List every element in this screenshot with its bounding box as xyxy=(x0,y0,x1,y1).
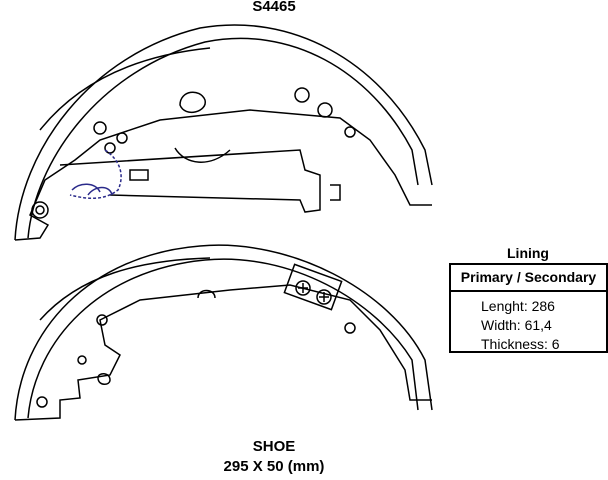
part-number-text: S4465 xyxy=(252,0,296,15)
lower-brake-shoe xyxy=(14,244,433,421)
lining-label: Lining xyxy=(507,245,549,261)
lining-thickness: Thickness: 6 xyxy=(481,336,560,352)
shoe-caption: SHOE 295 X 50 (mm) xyxy=(0,437,608,477)
shoe-dimensions: 295 X 50 (mm) xyxy=(223,458,325,475)
lining-header: Primary / Secondary xyxy=(451,265,606,292)
upper-brake-shoe xyxy=(14,24,433,241)
shoe-label: SHOE xyxy=(252,438,296,455)
lining-length: Lenght: 286 xyxy=(481,298,555,314)
lining-width: Width: 61,4 xyxy=(481,317,552,333)
lining-spec-table: Primary / Secondary Lenght: 286 Width: 6… xyxy=(449,263,608,353)
lining-specs: Lenght: 286 Width: 61,4 Thickness: 6 xyxy=(451,292,606,354)
part-number: S4465 xyxy=(0,0,608,15)
